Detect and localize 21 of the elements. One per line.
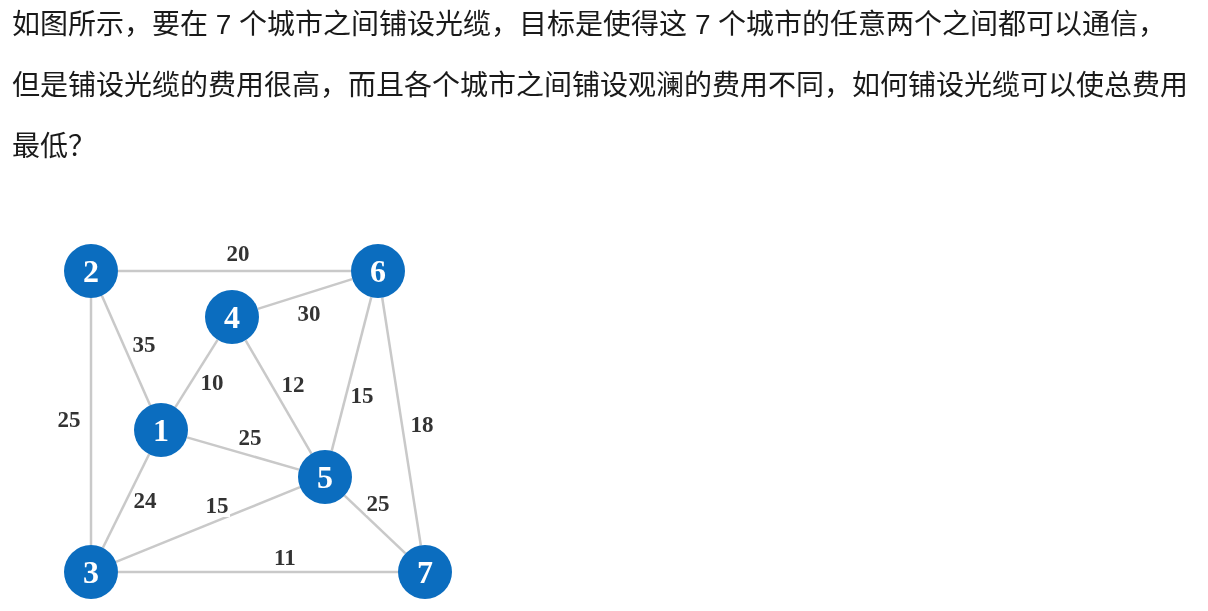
edge-line (244, 339, 313, 455)
edge-line (186, 436, 300, 471)
edge-line (380, 297, 423, 546)
node-circle: 7 (398, 545, 452, 599)
edge-line (118, 269, 351, 273)
edge-line (100, 295, 152, 406)
edge-line (174, 339, 219, 408)
node-circle: 5 (298, 450, 352, 504)
edge-line (101, 453, 151, 549)
edge-line (343, 494, 407, 555)
edge-line (330, 296, 373, 452)
node-circle: 4 (205, 290, 259, 344)
node-circle: 1 (134, 403, 188, 457)
edge-line (118, 570, 398, 574)
node-circle: 3 (64, 545, 118, 599)
edge-line (257, 277, 353, 311)
node-circle: 6 (351, 244, 405, 298)
node-circle: 2 (64, 244, 118, 298)
edge-line (115, 486, 301, 563)
edge-line (89, 298, 93, 545)
problem-statement: 如图所示，要在 7 个城市之间铺设光缆，目标是使得这 7 个城市的任意两个之间都可以通信，但是铺设光缆的费用很高，而且各个城市之间铺设观澜的费用不同，如何铺设光缆可以使总费用最低？ (12, 8, 1189, 164)
